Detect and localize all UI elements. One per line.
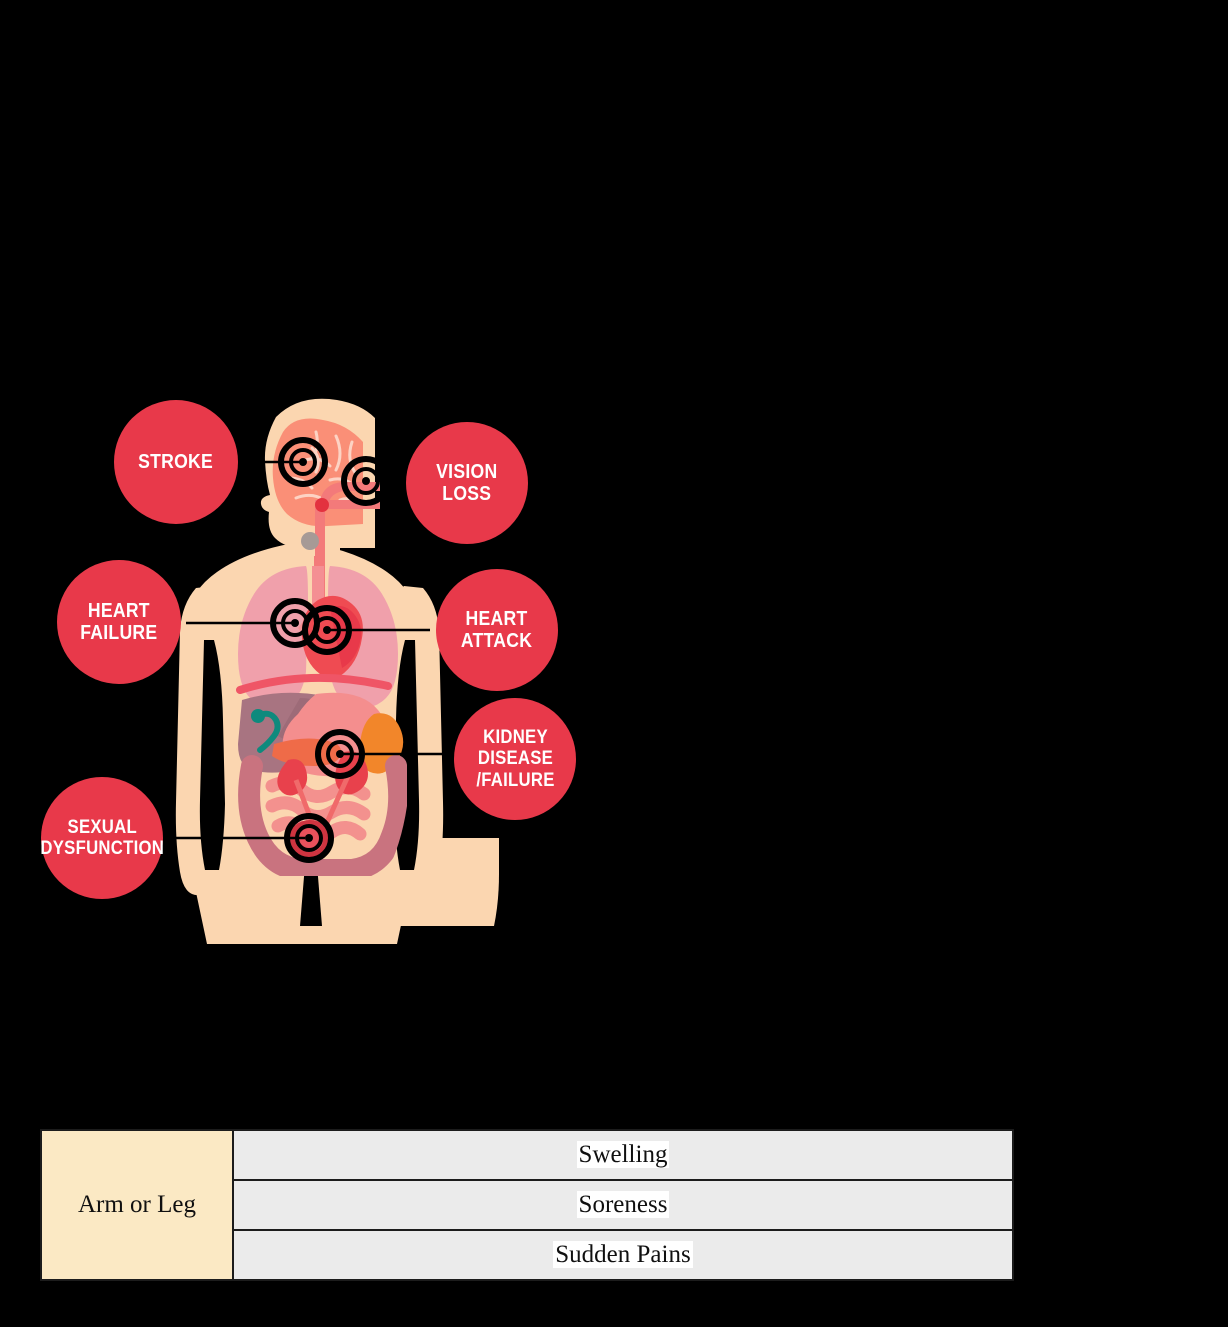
callout-heart-failure[interactable]: HEART FAILURE — [57, 560, 181, 684]
target-icon-stroke — [278, 437, 328, 487]
callout-stroke-label: STROKE — [138, 450, 214, 473]
symptom-label: Soreness — [576, 1191, 670, 1218]
symptom-label: Sudden Pains — [553, 1241, 693, 1268]
callout-heart-attack[interactable]: HEART ATTACK — [436, 569, 558, 691]
callout-sexual-dysfunction-label: SEXUAL DYSFUNCTION — [40, 816, 164, 859]
target-icon-heart-attack — [302, 605, 352, 655]
symptom-cell: Sudden Pains — [232, 1229, 1014, 1281]
human-body-illustration — [175, 398, 499, 944]
target-icon-sexual — [284, 813, 334, 863]
body-infographic: STROKE VISION LOSS HEART FAILURE HEART A… — [40, 398, 576, 944]
callout-heart-failure-label: HEART FAILURE — [80, 599, 158, 644]
callout-heart-attack-label: HEART ATTACK — [461, 607, 533, 652]
target-icon-kidney — [315, 729, 365, 779]
callout-stroke[interactable]: STROKE — [114, 400, 238, 524]
callout-kidney-disease[interactable]: KIDNEY DISEASE /FAILURE — [454, 698, 576, 820]
symptom-label: Swelling — [576, 1141, 670, 1168]
symptom-table: Arm or Leg Swelling Soreness Sudden Pain… — [40, 1129, 1014, 1281]
table-row: Arm or Leg Swelling — [40, 1129, 1014, 1281]
target-markers — [270, 437, 391, 863]
callout-kidney-disease-label: KIDNEY DISEASE /FAILURE — [475, 727, 555, 791]
callout-vision-loss[interactable]: VISION LOSS — [406, 422, 528, 544]
region-label: Arm or Leg — [77, 1191, 197, 1218]
target-icon-vision — [341, 456, 391, 506]
symptom-cell: Swelling — [232, 1129, 1014, 1181]
callout-sexual-dysfunction[interactable]: SEXUAL DYSFUNCTION — [40, 777, 164, 899]
region-cell-arm-or-leg: Arm or Leg — [40, 1129, 234, 1281]
symptom-cell: Soreness — [232, 1179, 1014, 1231]
table-row: Sudden Pains — [41, 1229, 1014, 1281]
callout-vision-loss-label: VISION LOSS — [436, 460, 498, 505]
table-row: Soreness — [41, 1179, 1014, 1231]
